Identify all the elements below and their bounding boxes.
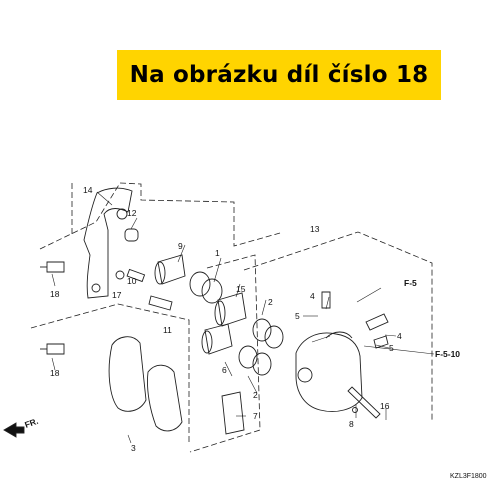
callout-13: 13 [310,224,320,234]
caliper-bracket [83,187,133,299]
leader-lines [51,191,435,444]
front-direction-label: FR. [23,416,39,430]
callout-4b: 4 [397,331,402,341]
banner-text: Na obrázku díl číslo 18 [129,62,429,88]
callout-15: 15 [236,284,246,294]
bracket-bolt-hole [116,208,128,220]
callout-11: 11 [163,325,172,335]
callout-5a: 5 [295,311,300,321]
assembly-outlines [30,182,433,453]
callout-14: 14 [83,185,93,195]
callout-18b: 18 [50,368,60,378]
callout-2a: 2 [268,297,273,307]
callout-5b: 5 [389,343,394,353]
reference-f5-10: F-5-10 [435,349,460,359]
callout-6: 6 [222,365,227,375]
callout-2b: 2 [253,390,258,400]
drawing-code: KZL3F1800 [450,473,487,480]
callout-18a: 18 [50,289,60,299]
callout-9: 9 [178,241,183,251]
callout-10: 10 [127,276,137,286]
callout-3: 3 [131,443,136,453]
front-direction-arrow-icon [3,422,25,438]
callout-1: 1 [215,248,220,258]
callout-7: 7 [253,411,258,421]
part-number-banner: Na obrázku díl číslo 18 [117,50,441,100]
caliper-body [295,332,363,412]
callout-17: 17 [112,290,122,300]
callout-8: 8 [349,419,354,429]
callout-12: 12 [127,208,137,218]
callout-4a: 4 [310,291,315,301]
bracket-pin-hole [91,283,101,293]
reference-f5: F-5 [404,278,417,288]
callout-16: 16 [380,401,390,411]
